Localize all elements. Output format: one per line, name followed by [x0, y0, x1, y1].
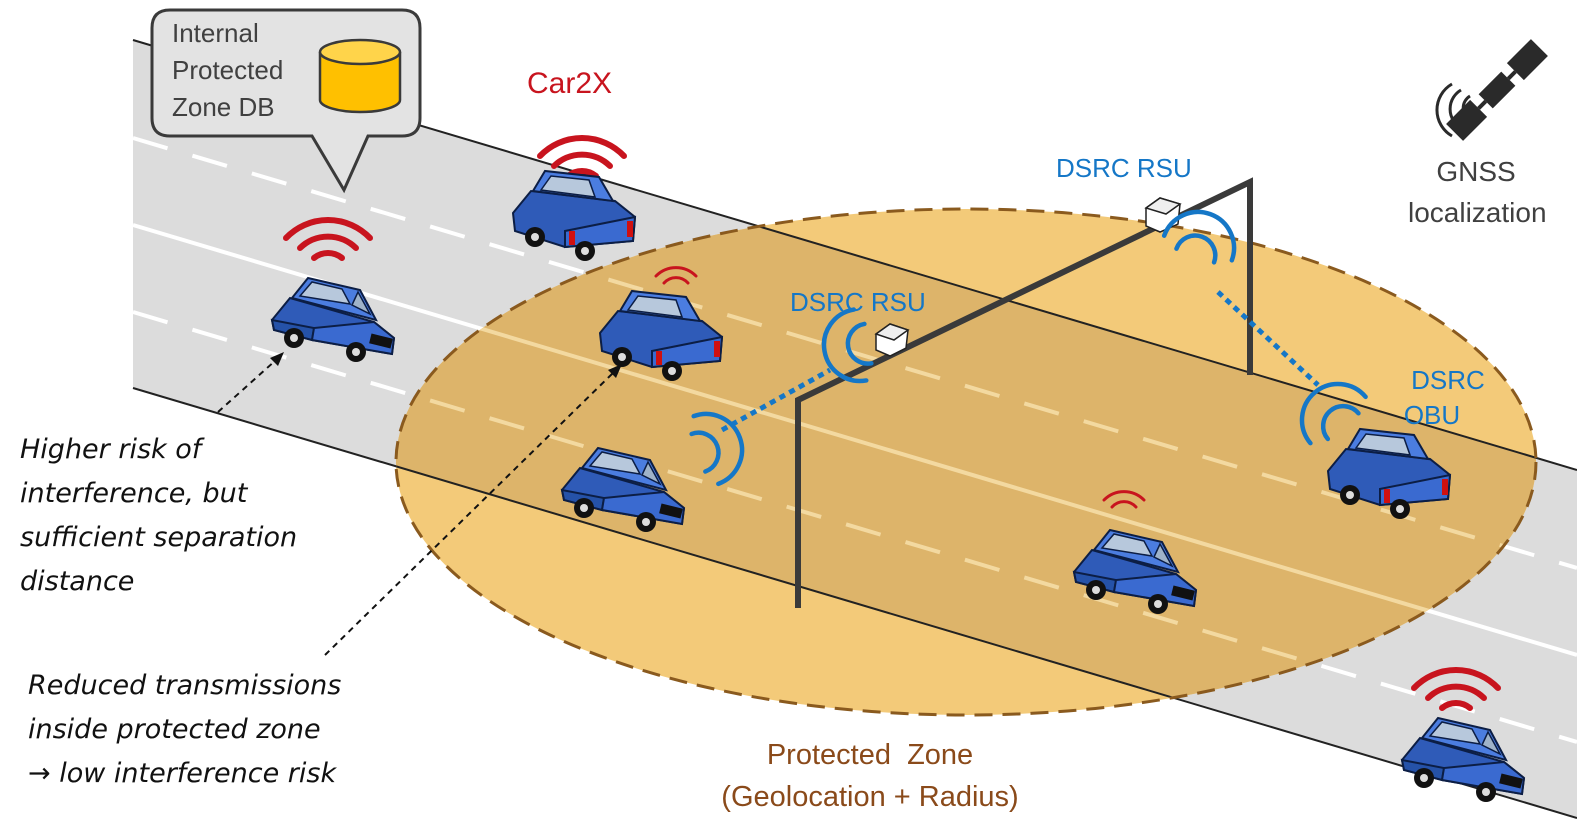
note-reduced-transmissions: Reduced transmissions inside protected z…	[28, 664, 341, 796]
dsrc-links	[720, 290, 1320, 433]
db-callout-line: Zone DB	[172, 92, 275, 122]
roadside-unit-icon	[874, 323, 910, 357]
dsrc-obu-label-line2: OBU	[1404, 400, 1460, 430]
zone-label-line1: Protected Zone	[767, 739, 973, 771]
dsrc-rsu-label-top: DSRC RSU	[1056, 153, 1192, 183]
db-callout-line: Protected	[172, 55, 283, 85]
note-line: distance	[20, 566, 135, 597]
note-line: sufficient separation	[20, 522, 298, 553]
car2x-label: Car2X	[527, 67, 612, 100]
note-higher-risk: Higher risk of interference, but suffici…	[20, 428, 297, 604]
note-line: Higher risk of	[20, 434, 202, 465]
rsu-pole-left	[795, 177, 1253, 608]
db-callout-line: Internal	[172, 18, 259, 48]
note-pointers	[217, 352, 622, 656]
note-line: → low interference risk	[28, 758, 337, 789]
gnss-label-line1: GNSS	[1436, 156, 1515, 187]
note-line: inside protected zone	[28, 714, 321, 745]
zone-label-line2: (Geolocation + Radius)	[721, 781, 1018, 813]
dsrc-obu-label-line1: DSRC	[1411, 365, 1485, 395]
satellite-icon	[1435, 39, 1548, 141]
gnss-label-line2: localization	[1408, 197, 1547, 228]
note-line: interference, but	[20, 478, 248, 509]
note-line: Reduced transmissions	[28, 670, 342, 701]
database-icon	[318, 38, 402, 114]
database-callout: Internal Protected Zone DB	[150, 8, 422, 194]
dsrc-rsu-label-middle: DSRC RSU	[790, 287, 926, 317]
roadside-unit-icon	[1144, 197, 1182, 233]
